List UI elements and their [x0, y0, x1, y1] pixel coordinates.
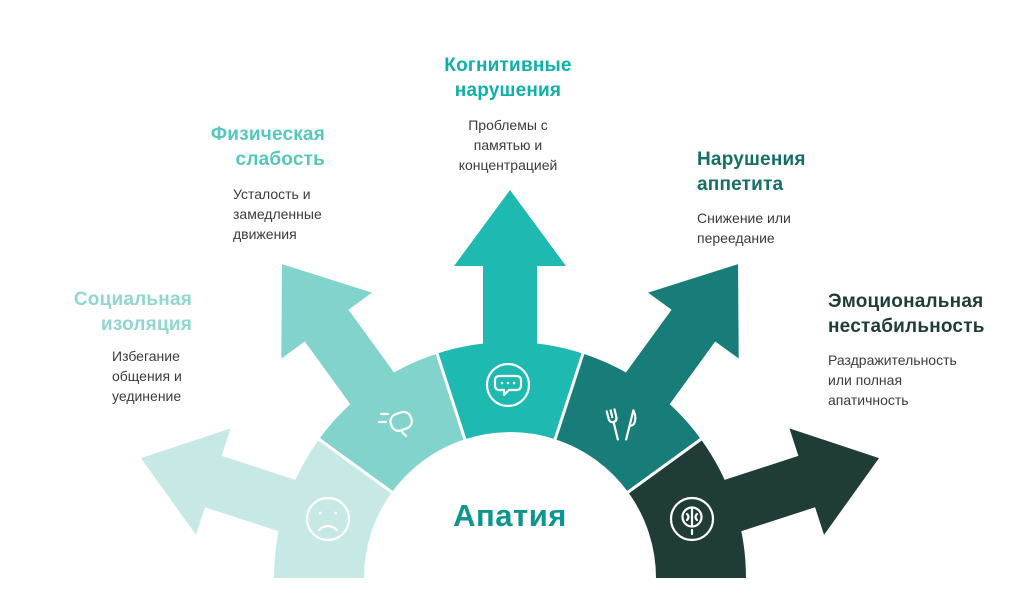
- segment-social-isolation: [274, 439, 392, 578]
- sad-face-icon: [305, 496, 351, 542]
- diagram-center-title: Апатия: [453, 498, 567, 533]
- spoke-title: Эмоциональная нестабильность: [828, 291, 985, 338]
- spoke-title: Когнитивные нарушения: [444, 55, 572, 102]
- head-speech-bubble-icon: [485, 362, 531, 408]
- spoke-title: Физическая слабость: [210, 124, 325, 171]
- segment-appetite-disorder: [555, 353, 701, 493]
- arrow-social-isolation: [140, 428, 329, 542]
- spoke-description: Усталость и замедленные движения: [233, 186, 322, 242]
- segment-physical-weakness: [319, 353, 465, 493]
- spoke-description: Избегание общения и уединение: [112, 348, 182, 404]
- fork-knife-icon: [605, 408, 637, 441]
- head-brain-icon: [669, 496, 715, 542]
- spoke-description: Раздражительность или полная апатичность: [828, 352, 957, 408]
- spoke-description: Снижение или переедание: [697, 210, 791, 246]
- weak-hand-icon: [377, 410, 413, 438]
- spoke-title: Социальная изоляция: [73, 289, 192, 336]
- arrow-cognitive-impairment: [454, 190, 566, 378]
- segment-dividers: [315, 350, 705, 496]
- arrow-emotional-instability: [691, 428, 880, 542]
- spoke-description: Проблемы с памятью и концентрацией: [458, 117, 558, 173]
- spoke-title: Нарушения аппетита: [697, 149, 806, 196]
